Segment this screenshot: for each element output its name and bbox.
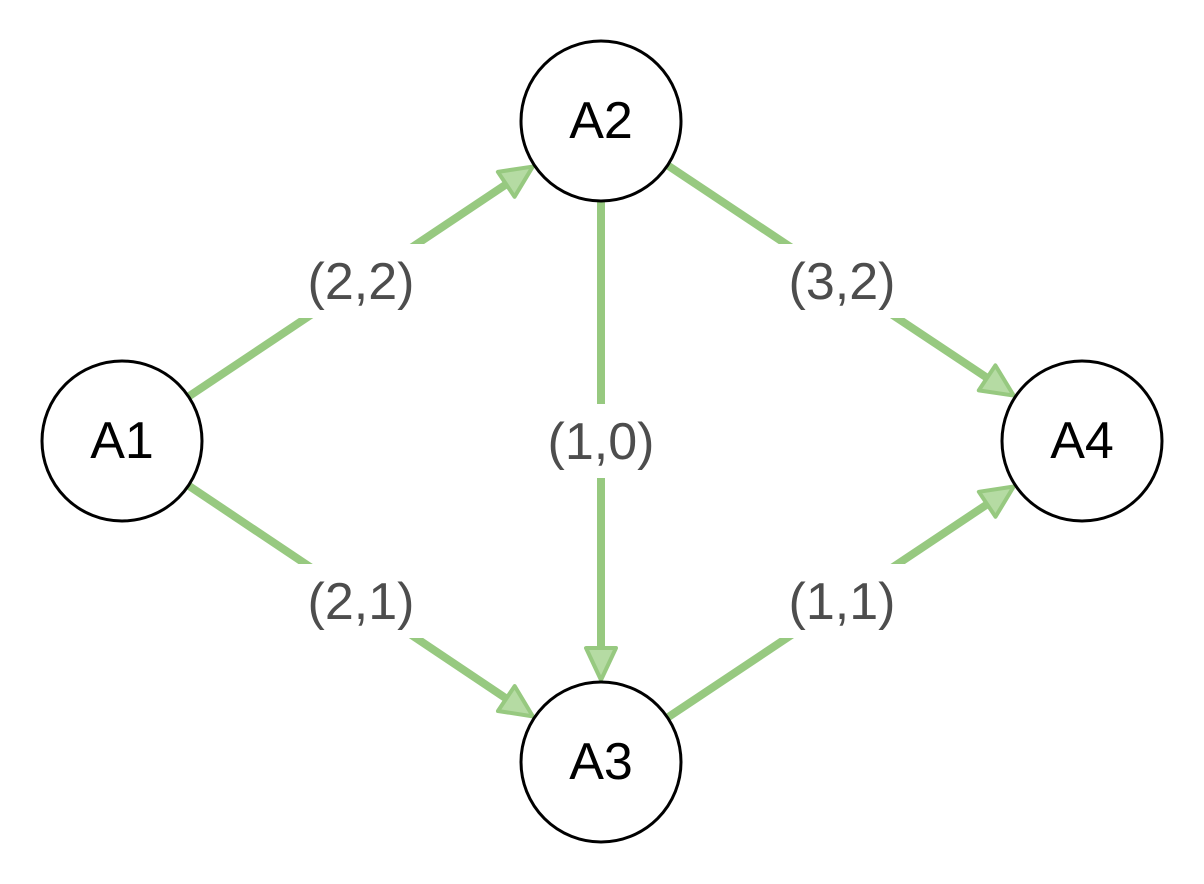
edge-label-text: (2,1) (308, 573, 415, 631)
edge-label-text: (3,2) (789, 253, 896, 311)
edge-label-a2-a4: (3,2) (776, 244, 908, 318)
edge-label-text: (2,2) (308, 253, 415, 311)
node-circle (519, 680, 683, 844)
arrowhead-icon (495, 684, 535, 719)
edge-label-background (776, 244, 908, 318)
edge-label-a1-a3: (2,1) (295, 564, 427, 638)
edge-label-a3-a4: (1,1) (776, 564, 908, 638)
node-a4: A4 (1000, 359, 1164, 523)
node-label: A4 (1050, 412, 1114, 470)
node-label: A3 (569, 733, 633, 791)
node-label: A1 (90, 412, 154, 470)
arrowhead-icon (584, 646, 618, 682)
edge-labels-layer: (2,2) (2,1) (1,0) (3,2) (1,1) (295, 244, 908, 638)
edge-label-background (776, 564, 908, 638)
edge-label-background (535, 404, 667, 478)
node-a1: A1 (40, 359, 204, 523)
node-a3: A3 (519, 680, 683, 844)
node-circle (519, 39, 683, 203)
arrowhead-icon (976, 363, 1016, 398)
node-label: A2 (569, 92, 633, 150)
edge-label-a2-a3: (1,0) (535, 404, 667, 478)
node-circle (1000, 359, 1164, 523)
node-circle (40, 359, 204, 523)
edge-label-text: (1,0) (548, 413, 655, 471)
edge-label-background (295, 564, 427, 638)
edge-label-background (295, 244, 427, 318)
arrowhead-icon (495, 164, 535, 199)
arrowhead-icon (976, 484, 1016, 519)
node-a2: A2 (519, 39, 683, 203)
edge-label-a1-a2: (2,2) (295, 244, 427, 318)
edge-label-text: (1,1) (789, 573, 896, 631)
